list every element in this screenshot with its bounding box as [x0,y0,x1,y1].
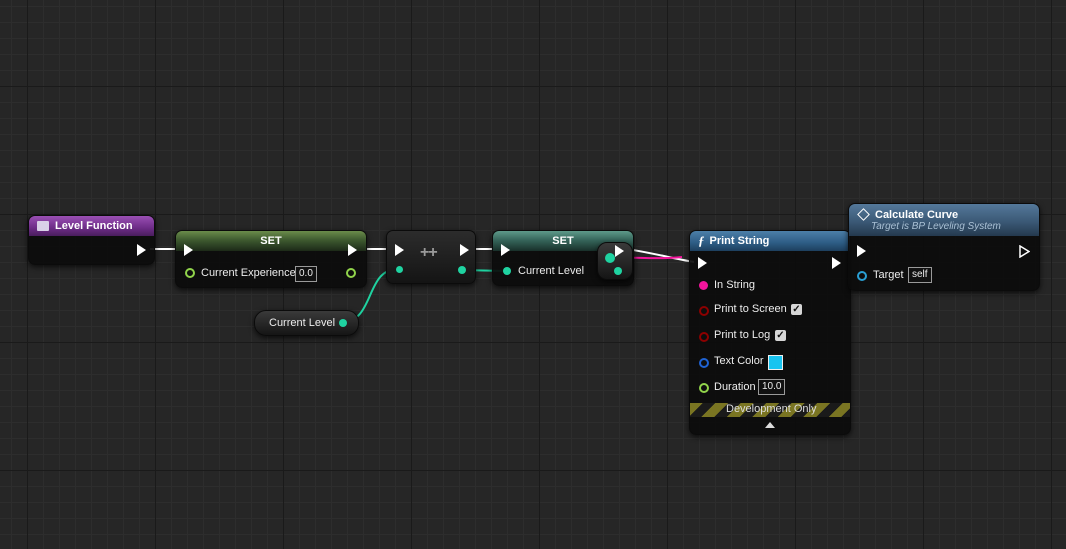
print-string-node[interactable]: ƒ Print String In String Print to Screen… [689,230,851,435]
collapse-arrow-icon[interactable] [765,422,775,428]
bool-in-pin[interactable] [699,306,709,316]
increment-node[interactable]: ++ [386,230,476,284]
exec-in-pin[interactable] [501,244,510,256]
set-experience-header: SET [176,231,366,251]
development-only-label: Development Only [726,403,817,415]
float-in-pin[interactable] [185,268,195,278]
object-in-pin[interactable] [857,271,867,281]
calculate-curve-node[interactable]: Calculate Curve Target is BP Leveling Sy… [848,203,1040,291]
current-level-getter-label: Current Level [269,317,336,329]
calculate-curve-header: Calculate Curve Target is BP Leveling Sy… [849,204,1039,236]
int-out-pin[interactable] [339,319,347,327]
exec-out-pin[interactable] [460,244,469,256]
duration-value[interactable]: 10.0 [758,379,786,395]
calculate-curve-subtitle: Target is BP Leveling System [871,220,1001,232]
exec-out-pin[interactable] [348,244,357,256]
duration-label: Duration [714,381,756,393]
exec-out-pin[interactable] [832,257,841,269]
event-diamond-icon [857,208,870,221]
print-string-header: ƒ Print String [690,231,850,251]
print-to-screen-label: Print to Screen [714,303,787,315]
print-to-screen-checkbox[interactable]: ✓ [791,304,802,315]
level-function-node[interactable]: Level Function [28,215,155,265]
bool-in-pin[interactable] [699,332,709,342]
set-level-title: SET [552,235,574,247]
string-in-pin[interactable] [699,281,708,290]
int-out-pin[interactable] [614,267,622,275]
print-string-title: Print String [709,235,770,247]
increment-title: ++ [420,244,438,261]
print-to-log-checkbox[interactable]: ✓ [775,330,786,341]
target-label: Target [873,269,904,281]
current-level-getter-node[interactable]: Current Level [254,310,359,336]
float-in-pin[interactable] [699,383,709,393]
level-function-header: Level Function [29,216,154,236]
current-level-label: Current Level [518,265,585,277]
function-icon: ƒ [698,233,705,248]
function-entry-icon [37,221,49,231]
text-color-swatch[interactable] [768,355,783,370]
set-experience-node[interactable]: SET Current Experience 0.0 [175,230,367,288]
current-experience-label: Current Experience [201,267,296,279]
calculate-curve-title: Calculate Curve [875,208,959,221]
exec-in-pin[interactable] [395,244,404,256]
int-out-pin[interactable] [458,266,466,274]
target-value[interactable]: self [908,267,932,283]
exec-in-pin[interactable] [857,245,866,257]
int-in-pin[interactable] [503,267,511,275]
conversion-node[interactable] [597,242,633,280]
exec-out-pin[interactable] [615,245,624,257]
int-in-pin[interactable] [396,266,403,273]
text-color-label: Text Color [714,355,764,367]
print-to-log-label: Print to Log [714,329,771,341]
level-function-title: Level Function [55,220,133,232]
development-only-banner [690,403,850,417]
exec-in-pin[interactable] [184,244,193,256]
struct-in-pin[interactable] [699,358,709,368]
float-out-pin[interactable] [346,268,356,278]
exec-in-pin[interactable] [698,257,707,269]
set-experience-title: SET [260,235,282,247]
exec-out-pin[interactable] [137,244,146,256]
current-experience-value[interactable]: 0.0 [295,266,317,282]
in-string-label: In String [714,279,755,291]
int-in-pin[interactable] [605,253,615,263]
exec-out-pin[interactable] [1019,245,1030,258]
